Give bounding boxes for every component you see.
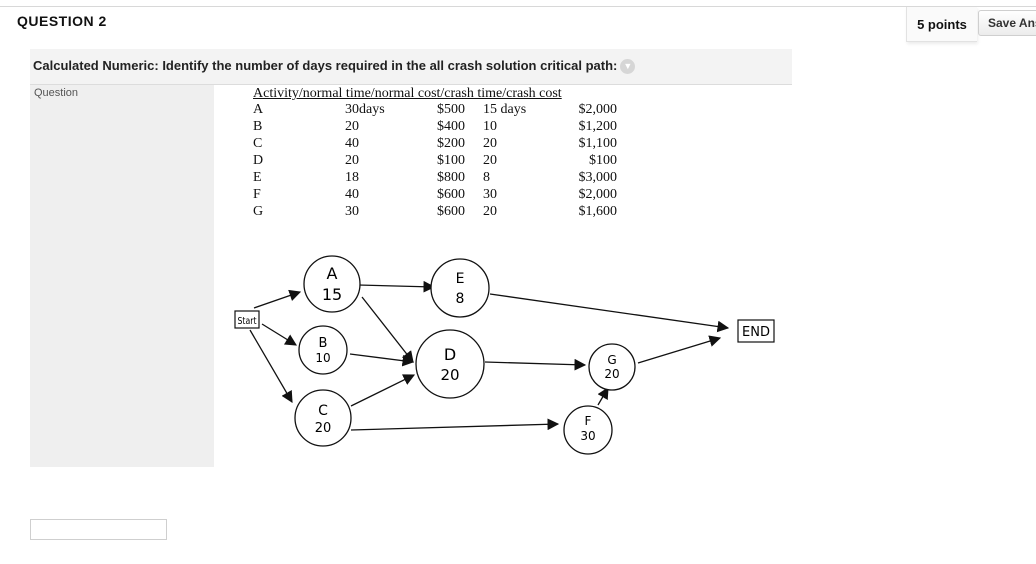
node-f-value: 30 <box>580 429 595 443</box>
normal-cost-cell: $200 <box>437 136 465 151</box>
crash-time-cell: 10 <box>483 119 497 134</box>
activity-table-header: Activity/normal time/normal cost/crash t… <box>253 86 562 101</box>
table-row: D 20 $100 20 $100 <box>253 153 653 170</box>
node-b-letter: B <box>319 336 328 351</box>
normal-cost-cell: $500 <box>437 102 465 117</box>
node-d-value: 20 <box>440 366 459 384</box>
project-network-diagram: Start END A 15 B 10 C 20 D 20 E 8 F 30 G… <box>234 255 775 455</box>
question-prompt: Calculated Numeric: Identify the number … <box>33 58 636 75</box>
edge-start-a <box>253 289 302 309</box>
node-a-value: 15 <box>322 285 342 304</box>
edge-start-b <box>261 323 297 346</box>
node-g-value: 20 <box>604 367 619 381</box>
normal-cost-cell: $100 <box>437 153 465 168</box>
node-b-value: 10 <box>315 351 330 365</box>
node-e-letter: E <box>456 271 465 287</box>
edge-g-end <box>637 335 722 364</box>
table-row: B 20 $400 10 $1,200 <box>253 119 653 136</box>
node-c: C 20 <box>294 389 352 447</box>
crash-time-cell: 30 <box>483 187 497 202</box>
crash-time-cell: 20 <box>483 136 497 151</box>
node-a-letter: A <box>327 264 338 283</box>
table-row: E 18 $800 8 $3,000 <box>253 170 653 187</box>
node-a: A 15 <box>303 255 361 313</box>
question-prompt-bar: Calculated Numeric: Identify the number … <box>30 49 792 85</box>
edge-start-c <box>249 329 293 404</box>
node-e-value: 8 <box>456 291 465 307</box>
activity-cell: E <box>253 170 262 185</box>
normal-time-cell: 18 <box>345 170 359 185</box>
node-c-value: 20 <box>315 421 332 436</box>
points-label: 5 points <box>917 16 967 32</box>
crash-time-cell: 15 days <box>483 102 527 117</box>
save-answer-button[interactable]: Save Ans <box>978 10 1036 36</box>
crash-cost-cell: $100 <box>589 153 617 168</box>
normal-time-cell: 40 <box>345 187 359 202</box>
edge-d-g <box>484 358 587 371</box>
crash-cost-cell: $1,600 <box>578 204 618 219</box>
normal-time-cell: 40 <box>345 136 359 151</box>
activity-cell: F <box>253 187 261 202</box>
answer-input[interactable] <box>30 519 167 540</box>
normal-time-cell: 20 <box>345 153 359 168</box>
edge-b-d <box>349 353 415 367</box>
crash-time-cell: 20 <box>483 204 497 219</box>
start-label: Start <box>238 316 257 327</box>
crash-cost-cell: $3,000 <box>578 170 618 185</box>
question-section-label: Question <box>34 87 79 99</box>
end-node: END <box>737 319 775 343</box>
node-g: G 20 <box>588 343 636 391</box>
crash-time-cell: 20 <box>483 153 497 168</box>
start-node: Start <box>234 310 260 329</box>
node-b: B 10 <box>298 325 348 375</box>
normal-cost-cell: $400 <box>437 119 465 134</box>
node-c-letter: C <box>318 403 328 419</box>
activity-table: Activity/normal time/normal cost/crash t… <box>253 86 653 226</box>
table-row: A 30days $500 15 days $2,000 <box>253 102 653 119</box>
edge-a-e <box>357 280 436 293</box>
crash-cost-cell: $2,000 <box>578 187 618 202</box>
points-badge: 5 points <box>906 7 977 42</box>
normal-time-cell: 30days <box>345 102 385 117</box>
normal-time-cell: 20 <box>345 119 359 134</box>
crash-cost-cell: $2,000 <box>578 102 618 117</box>
node-f: F 30 <box>563 405 613 455</box>
table-row: F 40 $600 30 $2,000 <box>253 187 653 204</box>
normal-cost-cell: $800 <box>437 170 465 185</box>
question-title: QUESTION 2 <box>17 13 107 29</box>
node-e: E 8 <box>430 258 490 318</box>
activity-cell: B <box>253 119 263 134</box>
activity-cell: D <box>253 153 264 168</box>
normal-time-cell: 30 <box>345 204 359 219</box>
edge-e-end <box>489 293 730 333</box>
chevron-down-icon[interactable]: ▼ <box>620 59 636 75</box>
table-row: C 40 $200 20 $1,100 <box>253 136 653 153</box>
table-row: G 30 $600 20 $1,600 <box>253 204 653 221</box>
edge-c-f <box>350 418 560 431</box>
node-g-letter: G <box>607 353 616 367</box>
crash-time-cell: 8 <box>483 170 490 185</box>
normal-cost-cell: $600 <box>437 187 465 202</box>
edge-c-d <box>350 374 416 407</box>
activity-cell: C <box>253 136 263 151</box>
node-f-letter: F <box>585 414 592 428</box>
activity-cell: G <box>253 204 264 219</box>
node-d: D 20 <box>415 329 485 399</box>
edge-f-g <box>597 386 609 406</box>
node-d-letter: D <box>444 345 456 364</box>
edge-a-d <box>361 296 414 363</box>
question-label-column: Question <box>30 85 214 467</box>
end-label: END <box>742 325 770 340</box>
question-prompt-text: Calculated Numeric: Identify the number … <box>33 58 618 73</box>
crash-cost-cell: $1,200 <box>578 119 618 134</box>
activity-cell: A <box>253 102 264 117</box>
normal-cost-cell: $600 <box>437 204 465 219</box>
crash-cost-cell: $1,100 <box>578 136 618 151</box>
top-divider <box>0 6 1036 7</box>
